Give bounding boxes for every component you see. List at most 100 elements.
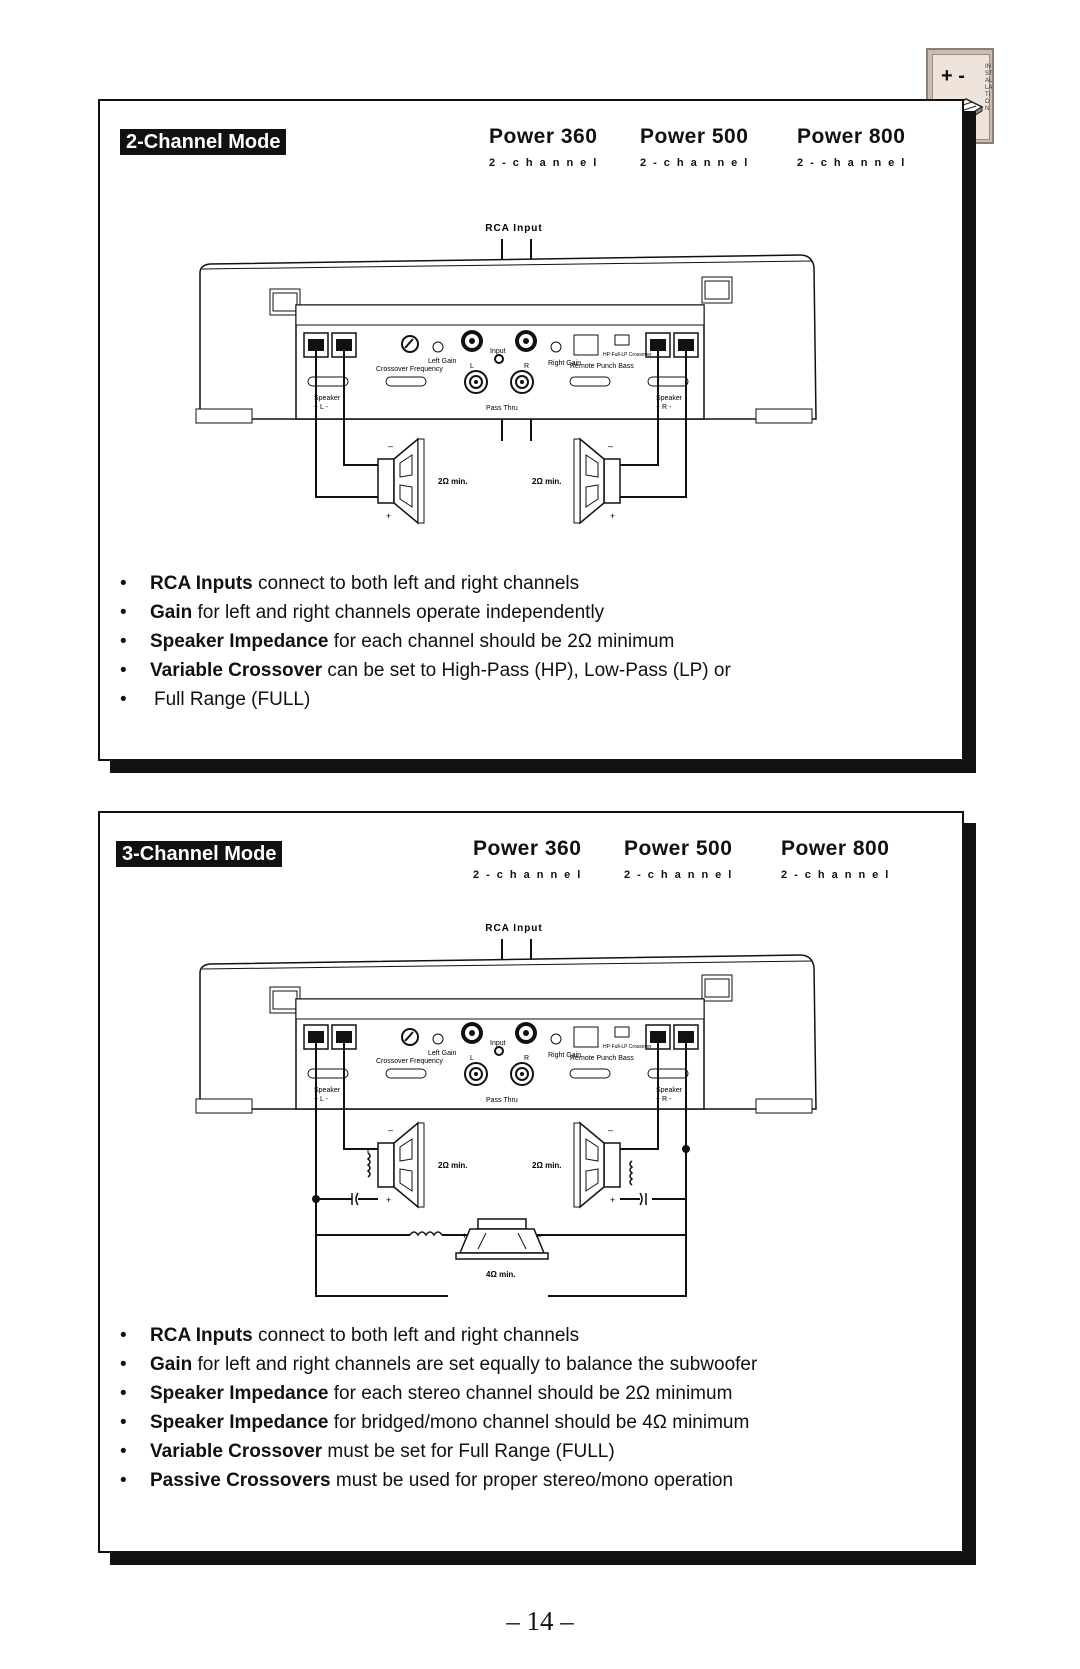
note-term: RCA Inputs bbox=[150, 1325, 253, 1346]
model-power-360: Power 360 2-channel bbox=[489, 125, 603, 169]
right-junction bbox=[682, 1145, 690, 1153]
note-item: RCA Inputs connect to both left and righ… bbox=[120, 569, 731, 598]
note-item: Speaker Impedance for each channel shoul… bbox=[120, 627, 731, 656]
panel-title: 3-Channel Mode bbox=[116, 841, 283, 867]
input-jacks bbox=[461, 330, 537, 364]
model-channels: 2-channel bbox=[640, 157, 755, 169]
note-item: Speaker Impedance for each stereo channe… bbox=[120, 1379, 757, 1408]
note-item: Gain for left and right channels operate… bbox=[120, 598, 731, 627]
right-capacitor bbox=[639, 1192, 647, 1206]
right-speaker-plus: + bbox=[610, 1195, 615, 1205]
right-gain-knob bbox=[550, 341, 562, 353]
model-name: Power 500 bbox=[640, 125, 749, 148]
note-text: for each channel should be 2Ω minimum bbox=[328, 631, 675, 652]
left-speaker bbox=[377, 1121, 425, 1209]
crossover-frequency-label: Crossover Frequency bbox=[376, 366, 443, 373]
input-l-label: L bbox=[470, 1055, 474, 1062]
right-speaker-label: Speaker bbox=[656, 1087, 683, 1094]
left-speaker-min-impedance: 2Ω min. bbox=[438, 477, 468, 486]
model-power-800: Power 800 2-channel bbox=[797, 125, 911, 169]
three-channel-notes: RCA Inputs connect to both left and righ… bbox=[120, 1321, 757, 1495]
model-name: Power 360 bbox=[473, 837, 582, 860]
subwoofer-minus: – bbox=[536, 1231, 541, 1241]
left-gain-knob bbox=[432, 341, 444, 353]
note-item: Variable Crossover can be set to High-Pa… bbox=[120, 656, 731, 685]
two-channel-mode-panel: 2-Channel Mode Power 360 2-channel Power… bbox=[98, 99, 964, 761]
rca-input-label: RCA Input bbox=[485, 923, 543, 934]
note-item: Variable Crossover must be set for Full … bbox=[120, 1437, 757, 1466]
left-speaker-polarity: + L - bbox=[314, 1096, 329, 1103]
note-term: RCA Inputs bbox=[150, 573, 253, 594]
amplifier bbox=[195, 254, 817, 424]
note-text: for bridged/mono channel should be 4Ω mi… bbox=[328, 1412, 750, 1433]
model-channels: 2-channel bbox=[473, 869, 588, 881]
left-speaker-terminals bbox=[303, 1024, 357, 1050]
model-name: Power 360 bbox=[489, 125, 598, 148]
model-power-360: Power 360 2-channel bbox=[473, 837, 587, 881]
remote-punch-bass-port bbox=[573, 1026, 599, 1048]
model-power-800: Power 800 2-channel bbox=[781, 837, 895, 881]
right-gain-label: Right Gain bbox=[548, 1052, 581, 1059]
model-power-500: Power 500 2-channel bbox=[640, 125, 754, 169]
left-gain-label: Left Gain bbox=[428, 358, 457, 365]
note-term: Passive Crossovers bbox=[150, 1470, 331, 1491]
left-speaker-plus: + bbox=[386, 1195, 391, 1205]
pass-thru-label: Pass Thru bbox=[486, 405, 518, 412]
left-speaker-minus: – bbox=[388, 441, 393, 451]
left-speaker bbox=[377, 437, 425, 525]
right-negative-wire bbox=[620, 349, 659, 466]
crossover-frequency-label: Crossover Frequency bbox=[376, 1058, 443, 1065]
right-speaker-terminals bbox=[645, 1024, 699, 1050]
left-gain-knob bbox=[432, 1033, 444, 1045]
note-item: Gain for left and right channels are set… bbox=[120, 1350, 757, 1379]
subwoofer-plus: + bbox=[462, 1231, 467, 1241]
pass-thru-jacks bbox=[464, 1062, 534, 1086]
model-power-500: Power 500 2-channel bbox=[624, 837, 738, 881]
page-number: – 14 – bbox=[506, 1606, 574, 1636]
note-term: Variable Crossover bbox=[150, 1441, 323, 1462]
right-speaker-min-impedance: 2Ω min. bbox=[532, 1161, 562, 1170]
left-speaker-polarity: + L - bbox=[314, 404, 329, 411]
note-text: can be set to High-Pass (HP), Low-Pass (… bbox=[322, 660, 731, 681]
left-inductor bbox=[366, 1152, 371, 1178]
note-term: Gain bbox=[150, 1354, 193, 1375]
left-speaker-label: Speaker bbox=[314, 1087, 341, 1094]
two-channel-wiring-diagram: RCA Input bbox=[195, 223, 817, 525]
note-text: must be used for proper stereo/mono oper… bbox=[330, 1470, 734, 1491]
right-inductor bbox=[629, 1160, 634, 1186]
right-speaker-label: Speaker bbox=[656, 395, 683, 402]
subwoofer-inductor bbox=[409, 1231, 443, 1237]
plus-minus-symbols: + - bbox=[941, 65, 965, 87]
input-jacks bbox=[461, 1022, 537, 1056]
remote-punch-bass-label: Remote Punch Bass bbox=[570, 1055, 634, 1062]
pass-thru-label: Pass Thru bbox=[486, 1097, 518, 1104]
note-term: Speaker Impedance bbox=[150, 1383, 329, 1404]
left-speaker-plus: + bbox=[386, 511, 391, 521]
model-name: Power 800 bbox=[797, 125, 906, 148]
subwoofer bbox=[455, 1218, 549, 1260]
amplifier bbox=[195, 954, 817, 1114]
note-term: Speaker Impedance bbox=[150, 631, 329, 652]
right-negative-wire bbox=[620, 1041, 659, 1150]
note-term: Gain bbox=[150, 602, 193, 623]
model-name: Power 800 bbox=[781, 837, 890, 860]
remote-punch-bass-label: Remote Punch Bass bbox=[570, 363, 634, 370]
remote-punch-bass-port bbox=[573, 334, 599, 356]
left-capacitor bbox=[351, 1192, 359, 1206]
right-speaker-minus: – bbox=[608, 441, 613, 451]
crossover-switch bbox=[614, 1026, 630, 1038]
note-term: Speaker Impedance bbox=[150, 1412, 329, 1433]
left-positive-wire bbox=[315, 1041, 448, 1297]
subwoofer-min-impedance: 4Ω min. bbox=[486, 1270, 516, 1279]
two-channel-notes: RCA Inputs connect to both left and righ… bbox=[120, 569, 731, 714]
note-term: Variable Crossover bbox=[150, 660, 323, 681]
crossover-switch-label: HP-Full-LP Crossover bbox=[603, 1044, 652, 1050]
left-speaker-terminals bbox=[303, 332, 357, 358]
model-channels: 2-channel bbox=[781, 869, 896, 881]
input-label: Input bbox=[490, 348, 506, 355]
right-gain-knob bbox=[550, 1033, 562, 1045]
input-r-label: R bbox=[524, 363, 529, 370]
model-name: Power 500 bbox=[624, 837, 733, 860]
note-text: connect to both left and right channels bbox=[252, 1325, 580, 1346]
left-negative-wire bbox=[343, 1041, 378, 1150]
